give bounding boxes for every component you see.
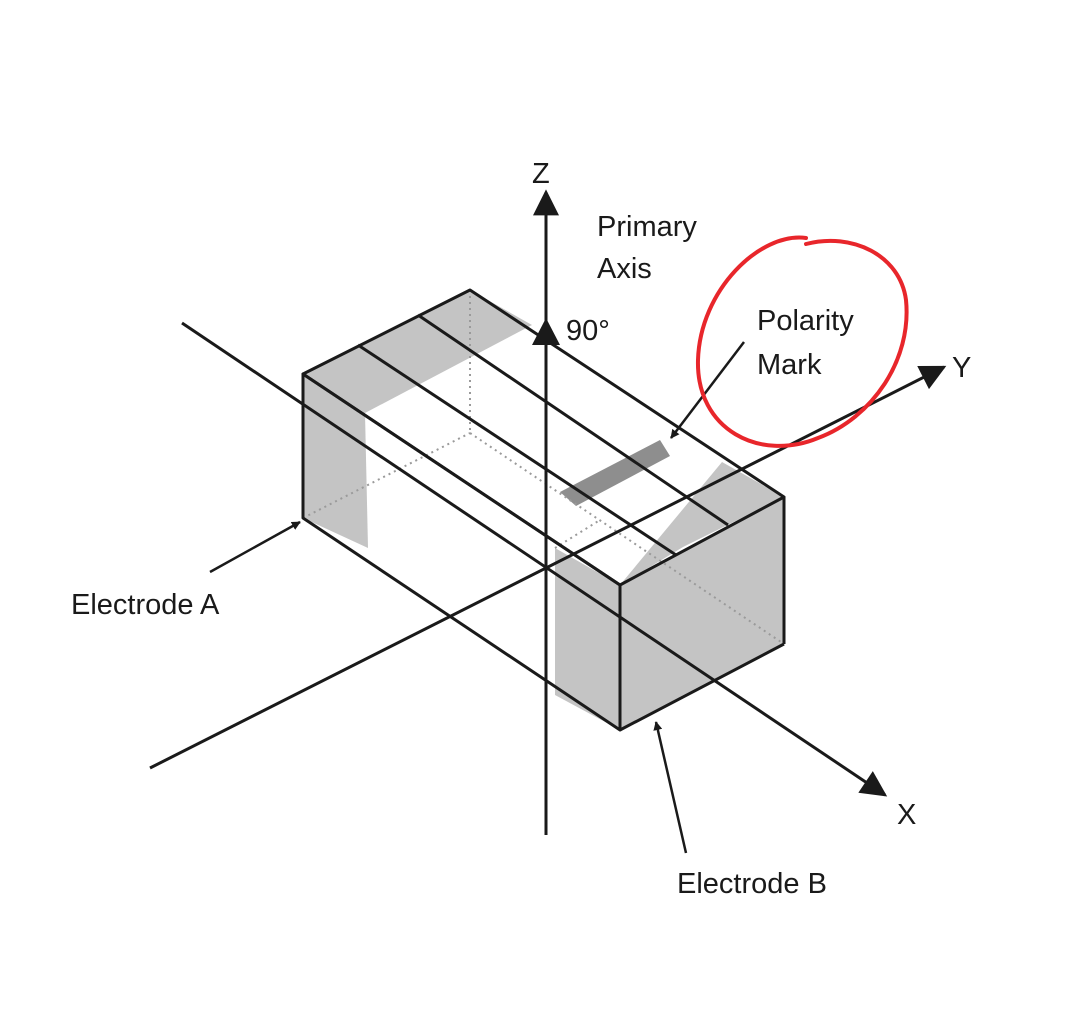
y-axis-label: Y	[952, 352, 971, 384]
x-axis	[181, 321, 888, 797]
annotation-circle	[695, 235, 909, 448]
electrode-b-front-face	[620, 497, 784, 730]
polarity-mark-bar	[560, 440, 670, 506]
rotation-arrow-icon	[532, 318, 560, 345]
x-axis-label: X	[897, 799, 916, 831]
leader-lines	[209, 341, 745, 854]
polarity-mark-leader	[670, 341, 745, 439]
primary-axis-label-line1: Primary	[597, 211, 697, 243]
electrode-b-top-band	[620, 462, 784, 585]
polarity-mark-label-line2: Mark	[757, 349, 822, 381]
electrode-a-leader	[209, 520, 301, 574]
hidden-edges	[302, 290, 785, 645]
primary-axis-label-line2: Axis	[597, 253, 652, 285]
angle-label: 90°	[566, 315, 610, 347]
box-edges	[301, 288, 786, 732]
polarity-mark-label-line1: Polarity	[757, 305, 854, 337]
axes	[149, 189, 947, 835]
electrode-a-top-band	[303, 290, 532, 413]
box-bottom-edge	[619, 642, 785, 732]
electrode-b-side-face	[555, 548, 620, 730]
electrode-b-label: Electrode B	[677, 868, 827, 900]
electrode-b-leader	[653, 721, 688, 854]
z-axis-label: Z	[532, 158, 550, 190]
electrode-a-label: Electrode A	[71, 589, 220, 621]
electrode-a-end-face	[303, 374, 368, 548]
component-body	[303, 290, 784, 730]
